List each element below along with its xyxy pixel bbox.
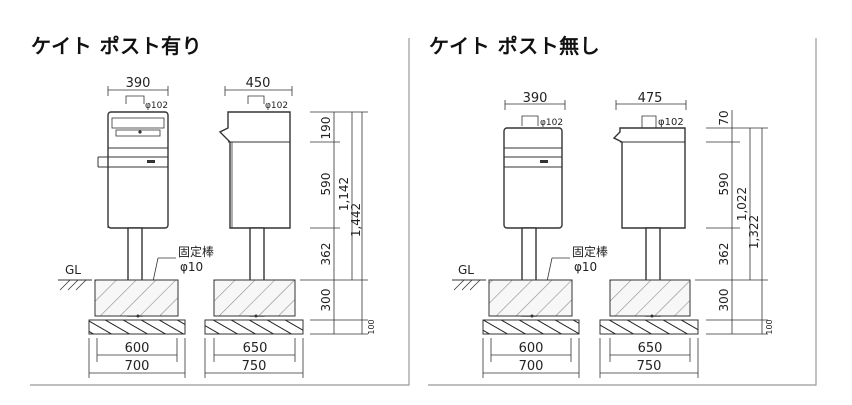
- mailbox-side-view: [612, 127, 686, 229]
- anchor-bar-label: 固定棒: [572, 244, 608, 259]
- height-label-1: 70: [717, 110, 731, 125]
- front-post-dia-label: φ102: [540, 118, 563, 128]
- side-width-label: 475: [638, 91, 663, 106]
- side-post-dia-label: φ102: [658, 117, 684, 128]
- gravel-side-width-label: 750: [242, 359, 267, 374]
- total-upper-label: 1,142: [337, 177, 351, 211]
- height-label-5: 100: [367, 319, 376, 334]
- panel-title-with-post: ケイト ポスト有り: [31, 34, 203, 58]
- gravel-side-width-label: 750: [637, 359, 662, 374]
- left-panel-drawing: 390 φ102 450 φ102: [58, 76, 376, 378]
- height-label-2: 590: [319, 173, 333, 196]
- panel-title-without-post: ケイト ポスト無し: [429, 34, 601, 58]
- gravel-front-width-label: 700: [125, 359, 150, 374]
- foundation-side-width-label: 650: [638, 341, 663, 356]
- gl-label: GL: [458, 263, 474, 277]
- gl-label: GL: [65, 263, 81, 277]
- side-post-dia-label: φ102: [265, 101, 288, 111]
- height-label-1: 190: [319, 117, 333, 140]
- left-panel-frame: [30, 38, 410, 386]
- side-width-label: 450: [246, 76, 271, 91]
- height-label-2: 590: [717, 173, 731, 196]
- front-width-label: 390: [523, 91, 548, 106]
- anchor-bar-dia-label: φ10: [574, 260, 597, 274]
- total-upper-label: 1,022: [735, 187, 749, 221]
- foundation-front-width-label: 600: [519, 341, 544, 356]
- mailbox-front-view: [97, 111, 169, 229]
- foundation-side-width-label: 650: [243, 341, 268, 356]
- foundation-front-width-label: 600: [125, 341, 150, 356]
- mailbox-front-view: [503, 127, 563, 229]
- height-label-4: 300: [319, 289, 333, 312]
- total-all-label: 1,442: [349, 203, 363, 237]
- height-label-3: 362: [319, 243, 333, 266]
- total-all-label: 1,322: [747, 215, 761, 249]
- gravel-front-width-label: 700: [519, 359, 544, 374]
- height-label-4: 300: [717, 289, 731, 312]
- front-width-label: 390: [126, 76, 151, 91]
- height-label-3: 362: [717, 243, 731, 266]
- right-panel-frame: [428, 38, 817, 386]
- anchor-bar-dia-label: φ10: [180, 260, 203, 274]
- height-label-5: 100: [765, 319, 774, 334]
- right-panel-drawing: 390 φ102 475 φ102 GL 固定棒 φ10: [452, 91, 774, 378]
- front-post-dia-label: φ102: [145, 101, 168, 111]
- mailbox-side-view: [218, 111, 291, 229]
- anchor-bar-label: 固定棒: [178, 244, 214, 259]
